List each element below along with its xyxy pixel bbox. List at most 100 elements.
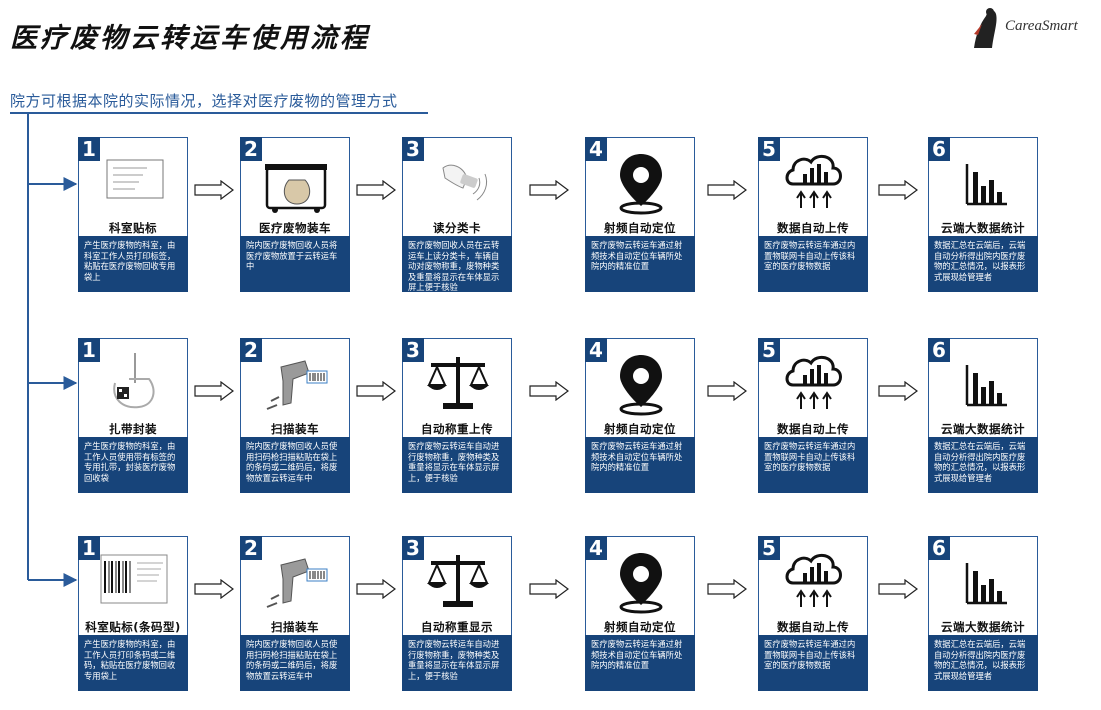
step-name: 扫描装车 [271,620,319,634]
arrow-right-icon [194,579,234,599]
barcode-label-icon [100,554,168,604]
page-title: 医疗废物云转运车使用流程 [10,23,370,54]
step-description: 医疗废物云转运车通过内置物联网卡自动上传该科室的医疗废物数据 [758,236,868,292]
step-description: 院内医疗废物回收人员使用扫码枪扫描粘贴在袋上的条码或二维码后，将废物放置云转运车… [240,437,350,493]
careasmart-logo-icon [974,8,997,48]
step-number: 6 [928,137,950,161]
step-name: 自动称重上传 [421,422,493,436]
subtitle-underline [10,112,428,114]
step-name: 读分类卡 [433,221,481,235]
arrow-right-icon [878,579,918,599]
arrow-right-icon [878,180,918,200]
waste-cart-icon [265,164,327,213]
bar-chart-icon [965,365,1007,407]
cloud-upload-icon [785,553,842,607]
step-number: 5 [758,536,780,560]
step-name: 射频自动定位 [604,221,676,235]
arrow-right-icon [528,381,569,401]
step-description: 医疗废物云转运车通过射频技术自动定位车辆所处院内的精准位置 [585,437,695,493]
step-name: 射频自动定位 [604,422,676,436]
step-description: 医疗废物云转运车通过射频技术自动定位车辆所处院内的精准位置 [585,635,695,691]
bar-chart-icon [965,164,1007,206]
arrow-right-icon [356,381,396,401]
cable-tie-icon [113,353,155,409]
step-description: 院内医疗废物回收人员使用扫码枪扫描粘贴在袋上的条码或二维码后，将废物放置云转运车… [240,635,350,691]
step-number: 6 [928,338,950,362]
step-card: 4 射频自动定位医疗废物云转运车通过射频技术自动定位车辆所处院内的精准位置 [585,137,695,292]
step-description: 产生医疗废物的科室，由工作人员打印条码或二维码，粘贴在医疗废物回收专用袋上 [78,635,188,691]
step-number: 5 [758,338,780,362]
step-number: 1 [78,536,100,560]
step-number: 3 [402,137,424,161]
location-pin-icon [619,355,663,416]
step-card: 3 自动称重上传医疗废物云转运车自动进行废物称重，废物种类及重量将显示在车体显示屏… [402,338,512,493]
step-number: 5 [758,137,780,161]
arrow-right-icon [528,180,569,200]
step-number: 1 [78,338,100,362]
arrow-right-icon [878,381,918,401]
subtitle: 院方可根据本院的实际情况，选择对医疗废物的管理方式 [10,92,398,110]
step-card: 2 扫描装车院内医疗废物回收人员使用扫码枪扫描粘贴在袋上的条码或二维码后，将废物放… [240,338,350,493]
step-description: 医疗废物云转运车通过射频技术自动定位车辆所处院内的精准位置 [585,236,695,292]
step-number: 3 [402,338,424,362]
step-description: 数据汇总在云端后，云端自动分析得出院内医疗废物的汇总情况，以报表形式展现给管理者 [928,437,1038,493]
step-name: 医疗废物装车 [259,221,331,235]
location-pin-icon [619,154,663,215]
step-name: 扫描装车 [271,422,319,436]
arrow-right-icon [356,579,396,599]
step-card: 4 射频自动定位医疗废物云转运车通过射频技术自动定位车辆所处院内的精准位置 [585,338,695,493]
step-description: 数据汇总在云端后，云端自动分析得出院内医疗废物的汇总情况，以报表形式展现给管理者 [928,635,1038,691]
step-name: 数据自动上传 [777,620,849,634]
step-description: 医疗废物回收人员在云转运车上读分类卡，车辆自动对废物称重，废物种类及重量将显示在… [402,236,512,292]
cloud-upload-icon [785,355,842,409]
bar-chart-icon [965,563,1007,605]
cloud-upload-icon [785,154,842,208]
step-name: 扎带封装 [109,422,157,436]
step-card: 1 扎带封装产生医疗废物的科室，由工作人员使用带有标签的专用扎带，封装医疗废物回收… [78,338,188,493]
step-name: 云端大数据统计 [941,620,1025,634]
step-number: 4 [585,338,607,362]
step-description: 医疗废物云转运车自动进行废物称重，废物种类及重量将显示在车体显示屏上，便于核验 [402,437,512,493]
step-card: 2 扫描装车院内医疗废物回收人员使用扫码枪扫描粘贴在袋上的条码或二维码后，将废物放… [240,536,350,691]
step-name: 数据自动上传 [777,422,849,436]
step-description: 产生医疗废物的科室，由工作人员使用带有标签的专用扎带，封装医疗废物回收袋 [78,437,188,493]
step-number: 1 [78,137,100,161]
step-card: 6 云端大数据统计数据汇总在云端后，云端自动分析得出院内医疗废物的汇总情况，以报表… [928,338,1038,493]
arrow-right-icon [528,579,569,599]
step-number: 4 [585,536,607,560]
arrow-right-icon [706,180,747,200]
step-number: 4 [585,137,607,161]
arrow-right-icon [706,381,747,401]
step-name: 科室贴标 [109,221,157,235]
step-number: 2 [240,536,262,560]
rfid-card-icon [442,164,488,201]
step-name: 科室贴标(条码型) [85,620,181,634]
arrow-right-icon [194,381,234,401]
step-description: 医疗废物云转运车自动进行废物称重，废物种类及重量将显示在车体显示屏上，便于核验 [402,635,512,691]
step-card: 6 云端大数据统计数据汇总在云端后，云端自动分析得出院内医疗废物的汇总情况，以报表… [928,536,1038,691]
step-number: 6 [928,536,950,560]
step-number: 2 [240,338,262,362]
arrow-right-icon [356,180,396,200]
location-pin-icon [619,553,663,614]
arrow-right-icon [194,180,234,200]
label-sticker-icon [106,159,164,199]
step-name: 云端大数据统计 [941,422,1025,436]
step-description: 数据汇总在云端后，云端自动分析得出院内医疗废物的汇总情况，以报表形式展现给管理者 [928,236,1038,292]
step-description: 院内医疗废物回收人员将医疗废物放置于云转运车中 [240,236,350,292]
step-number: 3 [402,536,424,560]
barcode-scanner-icon [266,558,328,608]
step-card: 5 数据自动上传医疗废物云转运车通过内置物联网卡自动上传该科室的医疗废物数据 [758,338,868,493]
arrow-right-icon [706,579,747,599]
step-card: 1 科室贴标(条码型)产生医疗废物的科室，由工作人员打印条码或二维码，粘贴在医疗废… [78,536,188,691]
balance-scale-icon [427,357,489,409]
step-description: 产生医疗废物的科室，由科室工作人员打印标签，粘贴在医疗废物回收专用袋上 [78,236,188,292]
step-description: 医疗废物云转运车通过内置物联网卡自动上传该科室的医疗废物数据 [758,437,868,493]
barcode-scanner-icon [266,360,328,410]
